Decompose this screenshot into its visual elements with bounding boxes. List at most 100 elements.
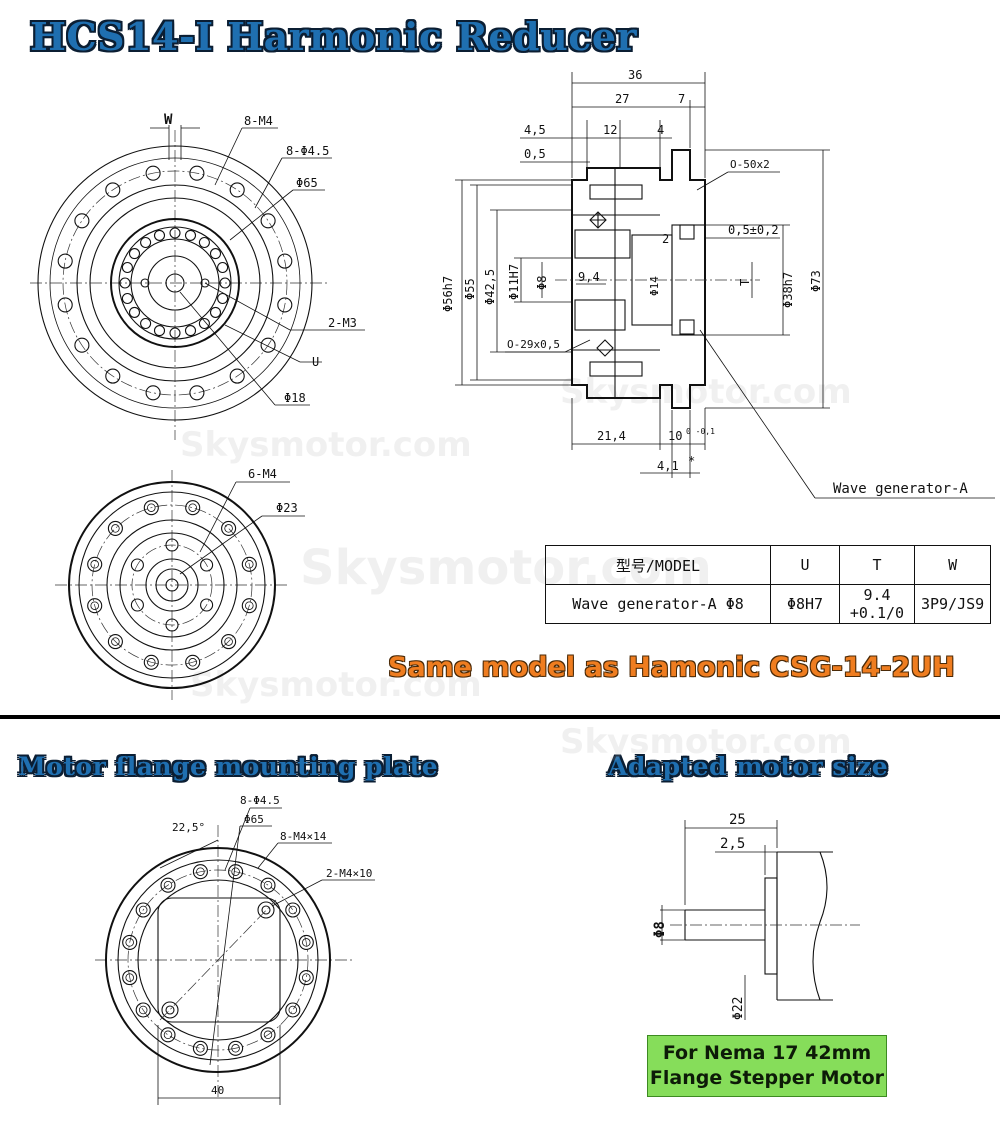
mounting-hole-inner [263,1030,273,1040]
flange-title: Motor flange mounting plate [18,752,439,781]
mounting-hole [229,368,245,384]
mounting-hole [128,306,141,318]
mounting-hole [221,634,237,650]
oring-50: O-50x2 [730,158,770,171]
dim-star: * [688,454,695,468]
table-cell-w: 3P9/JS9 [913,584,992,624]
mounting-hole-inner [163,1030,173,1040]
wave-generator-label: Wave generator-A [833,481,968,497]
mounting-hole [260,337,276,353]
mounting-hole [143,500,159,516]
mounting-hole-inner [125,938,134,947]
mounting-hole-inner [138,905,148,915]
dim-12: 12 [603,123,617,137]
mounting-hole [200,598,214,612]
mounting-hole-inner [231,867,240,876]
mounting-hole [241,556,257,572]
mounting-hole [169,327,181,339]
mounting-hole [277,253,293,269]
mounting-hole [165,618,179,632]
dim-4: 4 [657,123,664,137]
mounting-hole [217,261,229,274]
oring-29: O-29x0,5 [507,338,560,351]
mounting-hole [122,934,138,950]
mounting-hole [145,165,161,181]
dim-d56: Φ56h7 [441,276,455,312]
mounting-hole-inner [224,637,233,646]
dim-4-1: 4,1 [657,459,679,473]
mounting-hole [74,213,90,229]
motor-d2-5: 2,5 [720,836,745,852]
dim-d11: Φ11H7 [507,264,521,300]
mounting-hole [189,165,205,181]
mounting-hole [209,306,222,318]
mounting-hole-inner [90,560,99,569]
rear-m4-label: 6-M4 [248,467,277,481]
watermark: Skysmotor.com [190,665,482,705]
dim-0-5: 0,5 [524,147,546,161]
dim-27: 27 [615,92,629,106]
w-label: W [164,112,173,128]
dim-10-tol: 0 -0,1 [686,427,715,436]
dim-d14: Φ14 [648,276,661,296]
mounting-hole-inner [90,601,99,610]
mounting-hole [165,538,179,552]
mounting-hole [107,634,123,650]
table-header-t: T [839,545,915,585]
mounting-hole [285,902,301,918]
watermark: Skysmotor.com [180,425,472,465]
d65-label: Φ65 [296,176,318,190]
mounting-hole [87,598,103,614]
u-label: U [312,355,319,369]
motor-size-title: Adapted motor size [608,752,889,781]
mounting-hole [260,213,276,229]
mounting-hole [119,277,131,289]
mounting-hole [228,1040,244,1056]
mounting-hole-inner [111,637,120,646]
mounting-hole-inner [245,560,254,569]
flange-w40: 40 [211,1084,224,1097]
mounting-hole [57,253,73,269]
mounting-hole [153,325,166,337]
m3-label: 2-M3 [328,316,357,330]
mounting-hole-inner [302,973,311,982]
mounting-hole [298,934,314,950]
mounting-hole-inner [288,905,298,915]
motor-size: 25 2,5 Φ8 Φ22 [652,812,860,1020]
dim-7: 7 [678,92,685,106]
mounting-hole [140,236,152,249]
dim-d42-5: Φ42,5 [483,269,497,305]
mounting-hole [189,385,205,401]
mounting-hole [169,227,181,239]
rear-d23-label: Φ23 [276,501,298,515]
d18-label: Φ18 [284,391,306,405]
mounting-hole [209,248,222,260]
table-cell-model: Wave generator-A Φ8 [545,584,771,624]
mounting-hole [277,297,293,313]
mounting-hole-inner [147,658,156,667]
mounting-hole [228,864,244,880]
mounting-hole [198,236,210,249]
mounting-hole [298,970,314,986]
same-model-banner: Same model as Hamonic CSG-14-2UH [388,652,955,683]
mounting-hole-inner [138,1005,148,1015]
mounting-hole [140,317,152,330]
dim-10: 10 [668,429,682,443]
rear-view: 6-M4 Φ23 [55,467,305,700]
mounting-hole [105,182,121,198]
table-header-u: U [770,545,840,585]
flange-d65: Φ65 [244,813,264,826]
mounting-hole [285,1002,301,1018]
mounting-hole [143,654,159,670]
m4-label: 8-M4 [244,114,273,128]
mounting-hole [107,520,123,536]
mounting-hole [198,317,210,330]
front-view: W 8-M4 8-Φ4.5 Φ65 2-M3 U Φ18 [30,112,365,440]
mounting-hole-inner [231,1044,240,1053]
table-header-w: W [913,545,992,585]
mounting-hole [260,877,276,893]
section-view: 36 27 7 4,5 12 4 0,5 O-50x2 2 0,5±0,2 Φ5… [441,68,995,499]
mounting-hole [57,297,73,313]
flange-plate: 22,5° 8-Φ4.5 Φ65 8-M4×14 2-M4×10 40 [95,794,375,1105]
